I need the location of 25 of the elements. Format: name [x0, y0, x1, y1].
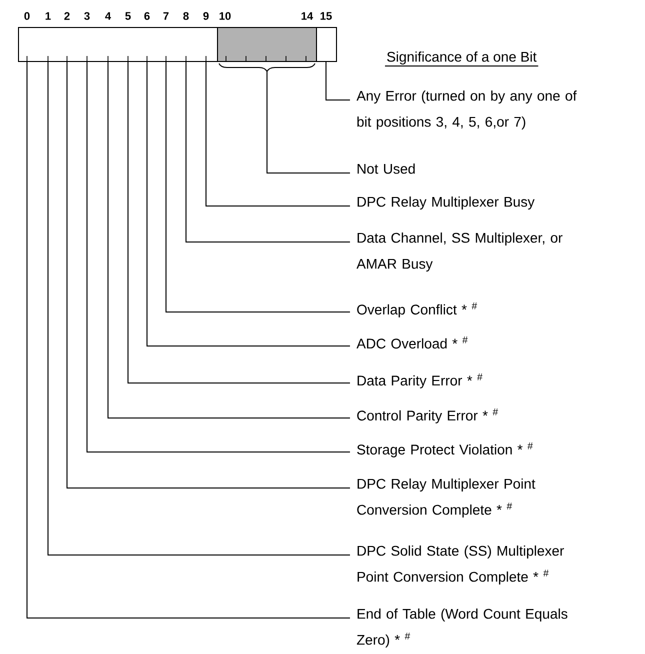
bit-number: 3	[84, 12, 90, 20]
bit-description: Data Channel, SS Multiplexer, or AMAR Busy	[356, 232, 562, 272]
bit-description: ADC Overload * $^{#}$	[356, 336, 468, 349]
bit-description: DPC Relay Multiplexer Point Conversion Complete * $^{#}$	[357, 478, 536, 518]
bit-description: End of Table (Word Count Equals Zero) * $^{#}$	[356, 608, 568, 648]
bit-number: 15	[320, 12, 332, 20]
bit-description: Storage Protect Violation * $^{#}$	[357, 442, 533, 458]
bit-number: 4	[105, 12, 111, 20]
bit-description: DPC Relay Multiplexer Busy	[358, 196, 535, 210]
bit-number: 6	[144, 12, 150, 20]
bit-description: Not Used	[358, 164, 415, 174]
bit-number: 7	[163, 12, 169, 20]
bit-description: Any Error (turned on by any one of bit positions 3, 4, 5, 6,or 7)	[356, 90, 577, 130]
heading: Significance of a one Bit	[387, 51, 537, 65]
bit-number: 1	[46, 12, 51, 20]
bit-description: Control Parity Error * $^{#}$	[357, 408, 498, 424]
bit-number: 8	[183, 12, 189, 20]
bit-number: 9	[203, 12, 209, 20]
bit-number: 0	[24, 12, 30, 20]
bit-description: Data Parity Error * $^{#}$	[358, 374, 482, 388]
unused-field	[217, 27, 317, 62]
bit-description: DPC Solid State (SS) Multiplexer Point Conversion Complete * $^{#}$	[358, 546, 564, 585]
bit-number: 2	[64, 12, 70, 20]
bit-description: Overlap Conflict * $^{#}$	[357, 302, 478, 318]
bit-number: 5	[125, 12, 131, 20]
